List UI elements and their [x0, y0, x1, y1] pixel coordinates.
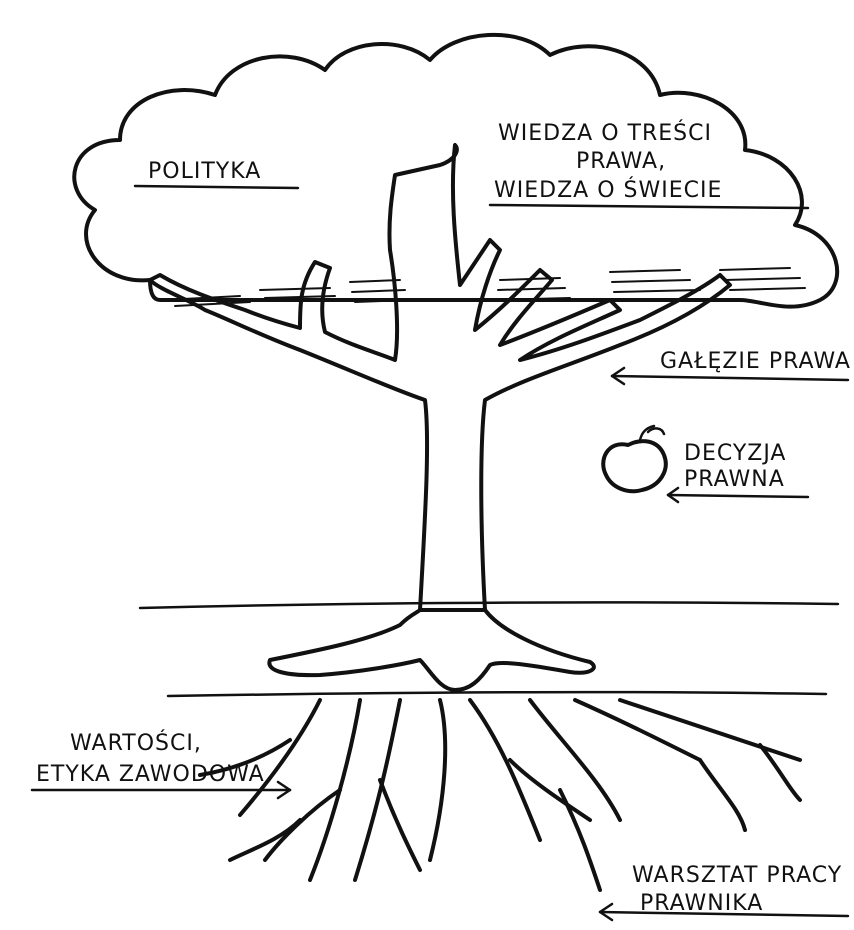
label-knowledge-line1: WIEDZA O TREŚCI	[498, 120, 712, 146]
ground-line-lower	[168, 692, 826, 696]
apple-icon	[603, 426, 666, 491]
label-politics: POLITYKA	[148, 159, 261, 184]
label-knowledge-line3: WIEDZA O ŚWIECIE	[494, 177, 722, 203]
label-workshop-line2: PRAWNIKA	[640, 891, 763, 916]
label-values-line2: ETYKA ZAWODOWA	[36, 762, 265, 787]
ground-line-upper	[140, 602, 838, 608]
root-flare	[269, 610, 594, 690]
label-knowledge-line2: PRAWA,	[576, 149, 666, 174]
label-decision-line2: PRAWNA	[684, 467, 785, 492]
label-branches: GAŁĘZIE PRAWA	[660, 349, 851, 374]
label-decision-line1: DECYZJA	[684, 441, 786, 466]
label-workshop-line1: WARSZTAT PRACY	[632, 863, 842, 888]
roots	[200, 700, 800, 890]
label-values-line1: WARTOŚCI,	[70, 730, 202, 756]
